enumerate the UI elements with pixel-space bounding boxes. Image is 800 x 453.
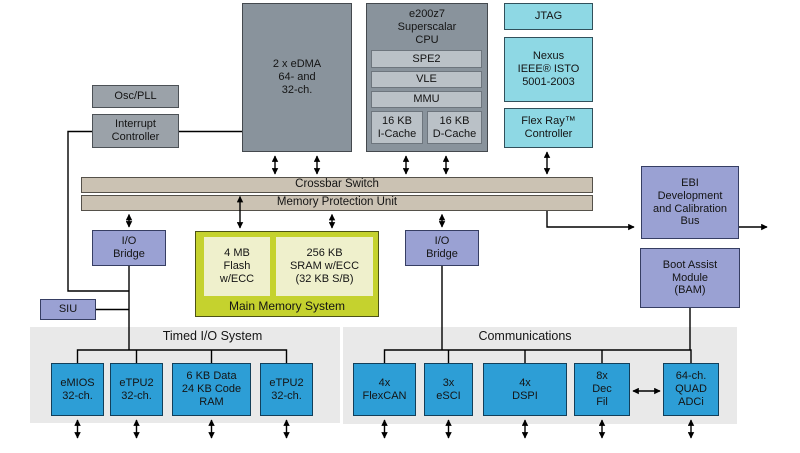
block-emios: eMIOS 32-ch. [51, 363, 104, 416]
connector-mpu-to-ebi [546, 211, 635, 231]
block-etpu2-2: eTPU2 32-ch. [260, 363, 313, 416]
block-main-memory-system: 4 MB Flash w/ECC 256 KB SRAM w/ECC (32 K… [195, 231, 379, 317]
block-siu: SIU [40, 299, 96, 320]
block-flexcan: 4x FlexCAN [353, 363, 416, 416]
section-timed-io: Timed I/O System eMIOS 32-ch. eTPU2 32-c… [30, 327, 340, 423]
block-io-bridge-left: I/O Bridge [92, 230, 166, 266]
cpu-dcache: 16 KB D-Cache [427, 111, 482, 144]
block-flash: 4 MB Flash w/ECC [204, 237, 270, 296]
block-dspi: 4x DSPI [483, 363, 567, 416]
block-nexus: Nexus IEEE® ISTO 5001-2003 [504, 37, 593, 102]
block-jtag: JTAG [504, 3, 593, 30]
bus-crossbar-switch: Crossbar Switch [81, 177, 593, 193]
block-edma: 2 x eDMA 64- and 32-ch. [242, 3, 352, 152]
section-communications: Communications 4x FlexCAN 3x eSCI 4x DSP… [343, 327, 737, 424]
block-dec-fil: 8x Dec Fil [574, 363, 630, 416]
block-esci: 3x eSCI [424, 363, 473, 416]
timed-io-title: Timed I/O System [162, 329, 263, 343]
block-sram: 256 KB SRAM w/ECC (32 KB S/B) [276, 237, 373, 296]
bus-memory-protection-unit: Memory Protection Unit [81, 195, 593, 211]
block-code-ram: 6 KB Data 24 KB Code RAM [172, 363, 251, 416]
block-etpu2-1: eTPU2 32-ch. [110, 363, 163, 416]
cpu-icache: 16 KB I-Cache [371, 111, 423, 144]
cpu-unit-vle: VLE [371, 71, 482, 88]
block-osc-pll: Osc/PLL [92, 85, 179, 108]
connector-intc-to-trunk [67, 130, 129, 292]
block-ebi: EBI Development and Calibration Bus [641, 166, 739, 239]
block-bam: Boot Assist Module (BAM) [640, 248, 740, 308]
block-io-bridge-right: I/O Bridge [405, 230, 479, 266]
cpu-title: e200z7 Superscalar CPU [397, 8, 457, 46]
block-interrupt-controller: Interrupt Controller [92, 114, 179, 148]
main-memory-caption: Main Memory System [228, 298, 346, 313]
cpu-unit-spe2: SPE2 [371, 50, 482, 68]
communications-title: Communications [478, 329, 572, 343]
block-flexray-controller: Flex Ray™ Controller [504, 108, 593, 148]
block-quad-adc: 64-ch. QUAD ADCi [663, 363, 719, 416]
block-cpu: e200z7 Superscalar CPU SPE2 VLE MMU 16 K… [366, 3, 488, 152]
cpu-unit-mmu: MMU [371, 91, 482, 108]
